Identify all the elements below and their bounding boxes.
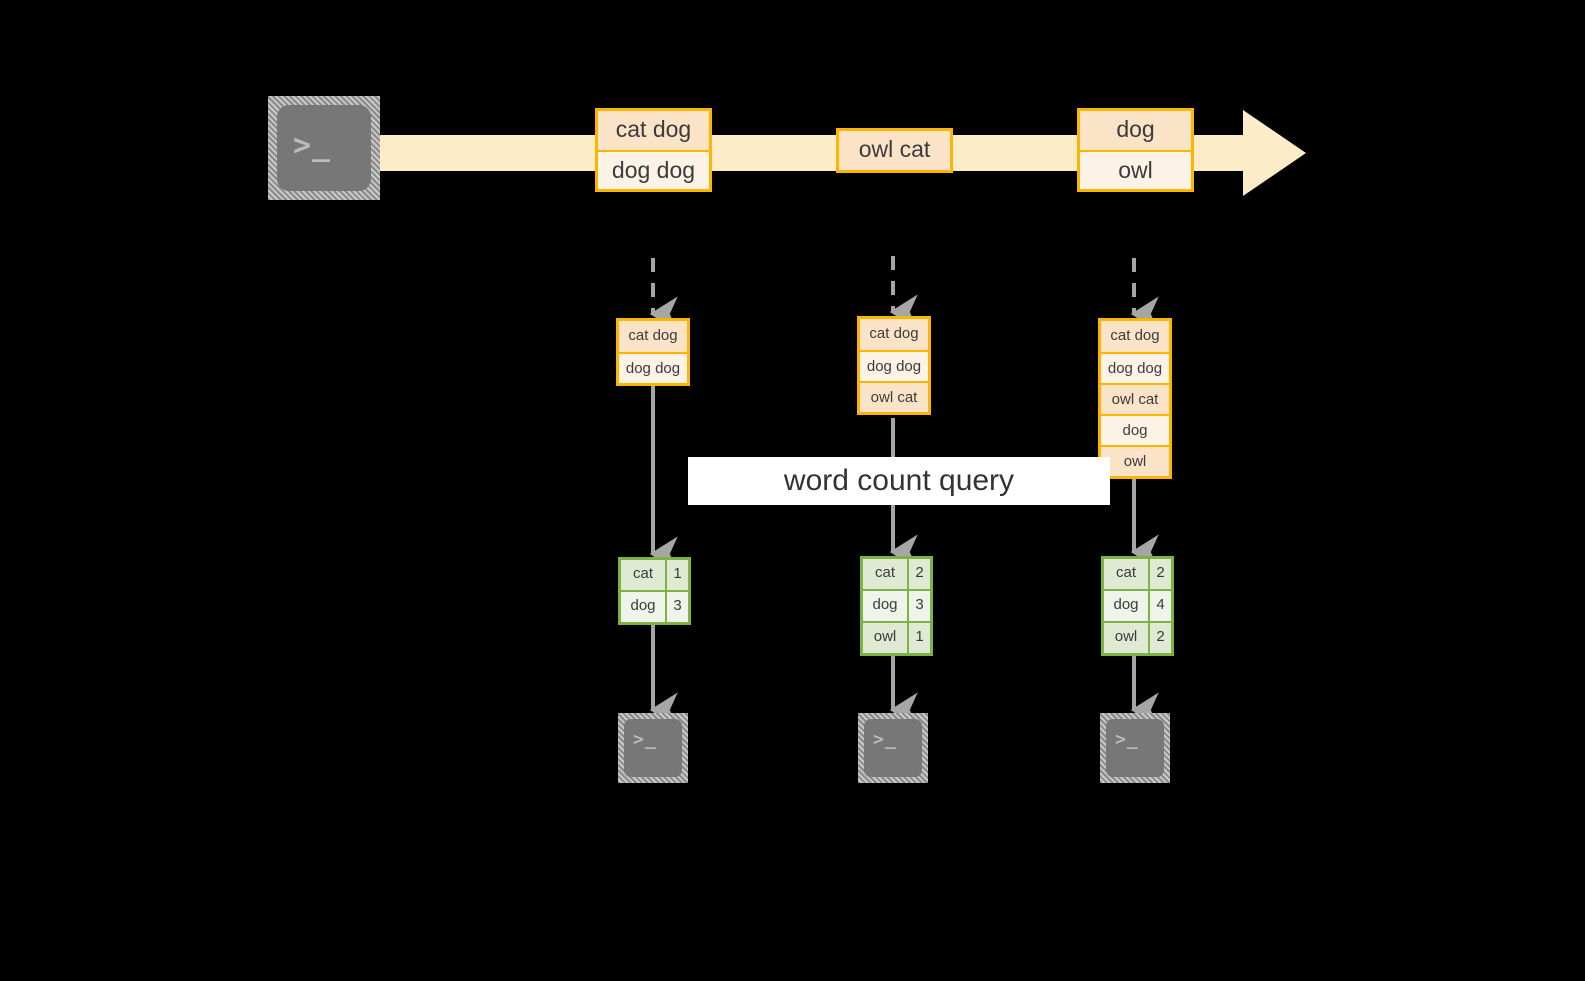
table-row: dog 3	[863, 589, 930, 621]
sink-terminal-icon-3: >_	[1100, 713, 1170, 783]
log-line: dog dog	[860, 350, 928, 381]
query-label: word count query	[688, 457, 1110, 505]
terminal-prompt-glyph: >_	[293, 128, 332, 163]
stream-event-2: owl cat	[836, 128, 953, 173]
terminal-prompt-glyph: >_	[1115, 729, 1139, 750]
table-row: dog 4	[1104, 589, 1171, 621]
table-row: cat 1	[621, 560, 688, 590]
result-table-3: cat 2 dog 4 owl 2	[1101, 556, 1174, 656]
terminal-prompt-glyph: >_	[633, 729, 657, 750]
stream-event-line: owl cat	[839, 131, 950, 170]
stream-event-line: owl	[1080, 150, 1191, 189]
log-snapshot-1: cat dog dog dog	[616, 318, 690, 386]
result-count: 2	[907, 559, 930, 589]
sink-terminal-icon-1: >_	[618, 713, 688, 783]
table-row: cat 2	[1104, 559, 1171, 589]
result-count: 3	[665, 592, 688, 622]
log-line: owl	[1101, 445, 1169, 476]
log-snapshot-3: cat dog dog dog owl cat dog owl	[1098, 318, 1172, 479]
result-table-1: cat 1 dog 3	[618, 557, 691, 625]
terminal-screen: >_	[624, 719, 682, 777]
source-terminal-icon: >_	[268, 96, 380, 200]
log-line: cat dog	[860, 319, 928, 350]
stream-event-3: dog owl	[1077, 108, 1194, 192]
result-word: cat	[621, 560, 665, 590]
terminal-screen: >_	[277, 105, 371, 191]
log-line: owl cat	[1101, 383, 1169, 414]
log-line: cat dog	[619, 321, 687, 352]
result-word: dog	[621, 592, 665, 622]
log-snapshot-2: cat dog dog dog owl cat	[857, 316, 931, 415]
table-row: owl 2	[1104, 621, 1171, 653]
terminal-prompt-glyph: >_	[873, 729, 897, 750]
result-count: 1	[665, 560, 688, 590]
log-line: dog dog	[1101, 352, 1169, 383]
result-word: dog	[863, 591, 907, 621]
result-word: cat	[1104, 559, 1148, 589]
result-count: 3	[907, 591, 930, 621]
result-count: 2	[1148, 623, 1171, 653]
log-line: dog	[1101, 414, 1169, 445]
log-line: cat dog	[1101, 321, 1169, 352]
result-word: cat	[863, 559, 907, 589]
result-word: owl	[1104, 623, 1148, 653]
table-row: owl 1	[863, 621, 930, 653]
log-line: owl cat	[860, 381, 928, 412]
result-word: dog	[1104, 591, 1148, 621]
stream-event-line: dog dog	[598, 150, 709, 189]
stream-event-line: dog	[1080, 111, 1191, 150]
result-count: 2	[1148, 559, 1171, 589]
terminal-screen: >_	[1106, 719, 1164, 777]
result-count: 4	[1148, 591, 1171, 621]
result-word: owl	[863, 623, 907, 653]
log-line: dog dog	[619, 352, 687, 383]
result-table-2: cat 2 dog 3 owl 1	[860, 556, 933, 656]
sink-terminal-icon-2: >_	[858, 713, 928, 783]
stream-event-1: cat dog dog dog	[595, 108, 712, 192]
stream-event-line: cat dog	[598, 111, 709, 150]
terminal-screen: >_	[864, 719, 922, 777]
table-row: dog 3	[621, 590, 688, 622]
result-count: 1	[907, 623, 930, 653]
table-row: cat 2	[863, 559, 930, 589]
